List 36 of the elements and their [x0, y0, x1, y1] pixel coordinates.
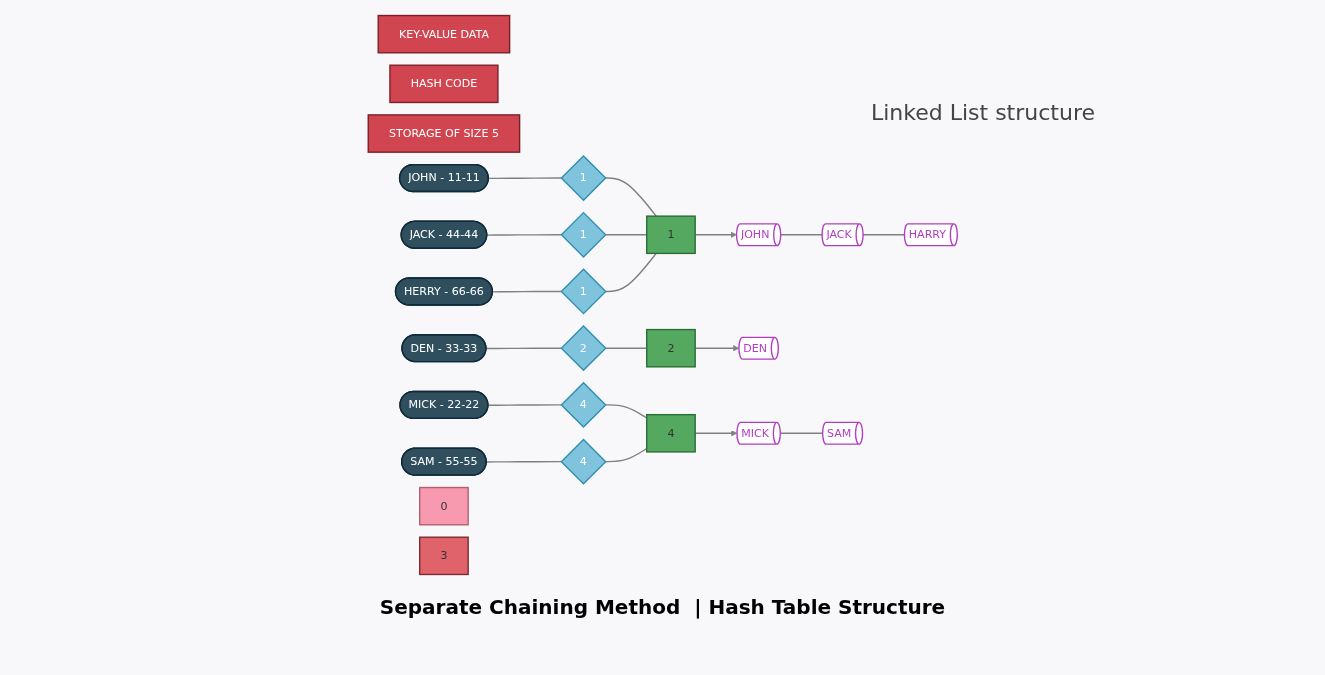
node-box: 1 — [645, 215, 696, 255]
node-box: 4 — [645, 413, 696, 453]
node-text: DEN — [743, 341, 767, 355]
arrow — [694, 231, 737, 238]
node-text: MICK — [741, 426, 769, 440]
connector — [485, 347, 562, 350]
connector — [491, 290, 562, 293]
connector — [604, 252, 657, 293]
node-diamond: 1 — [560, 154, 607, 202]
node-box: HASH CODE — [388, 64, 499, 104]
arrow — [694, 345, 739, 352]
node-text: SAM — [826, 426, 851, 440]
node-box: 0 — [418, 486, 469, 526]
node-diamond: 1 — [560, 268, 607, 315]
connector — [862, 234, 905, 236]
node-text: HARRY — [908, 227, 946, 241]
node-diamond: 1 — [560, 211, 607, 258]
node-text: JACK — [826, 227, 852, 241]
connector — [779, 234, 823, 236]
connector — [487, 177, 562, 180]
connector — [779, 432, 824, 434]
node-diamond: 4 — [560, 438, 607, 485]
caption: Separate Chaining Method | Hash Table Structure — [378, 595, 947, 619]
node-diamond: 4 — [560, 381, 607, 429]
arrow — [694, 430, 737, 437]
connector — [487, 404, 562, 406]
connector — [486, 234, 562, 236]
node-box: KEY-VALUE DATA — [377, 14, 511, 54]
node-box: STORAGE OF SIZE 5 — [367, 114, 521, 153]
node-box: 3 — [418, 536, 469, 576]
connector — [604, 177, 657, 217]
node-diamond: 2 — [560, 325, 607, 372]
node-text: JOHN — [740, 227, 770, 241]
node-box: 2 — [645, 328, 696, 368]
connector — [485, 460, 562, 463]
section-heading: Linked List structure — [870, 100, 1095, 125]
